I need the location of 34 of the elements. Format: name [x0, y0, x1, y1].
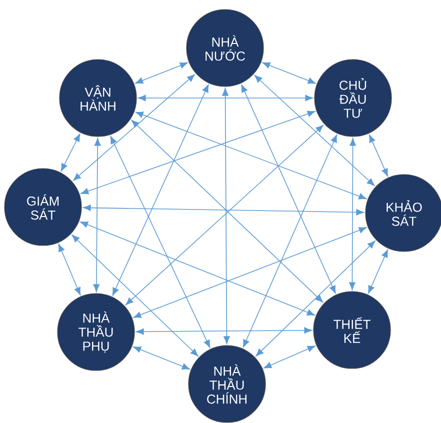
circle-node: CHỦ ĐẦU TƯ: [314, 59, 392, 137]
arrow: [242, 134, 338, 348]
arrow: [262, 62, 316, 84]
arrow: [83, 204, 364, 216]
circle-node: KHẢO SÁT: [365, 174, 441, 252]
arrow: [138, 94, 313, 102]
circle-node: GIÁM SÁT: [4, 168, 82, 246]
arrow: [264, 346, 316, 368]
arrow: [254, 74, 375, 186]
arrow: [60, 134, 80, 172]
arrow: [241, 84, 336, 294]
arrow: [73, 74, 195, 181]
arrow: [136, 327, 312, 335]
arrow: [135, 112, 367, 200]
circle-node: NHÀ THẦU PHỤ: [57, 293, 135, 371]
arrow: [222, 88, 230, 344]
arrow: [135, 62, 188, 84]
arrow: [80, 110, 316, 194]
arrow: [256, 240, 376, 356]
arrow: [368, 250, 388, 294]
circle-node: NHÀ NƯỚC: [186, 9, 264, 87]
circle-node: THIẾT KẾ: [313, 291, 391, 369]
arrow: [349, 138, 356, 290]
circle-node: VẬN HÀNH: [59, 59, 137, 137]
arrow: [133, 227, 367, 318]
arrow: [368, 134, 388, 176]
arrow: [110, 136, 210, 348]
arrow: [58, 244, 81, 296]
arrow: [133, 346, 190, 370]
arrow: [72, 234, 198, 356]
arrow: [112, 84, 209, 296]
arrow: [93, 138, 101, 292]
arrow: [80, 222, 315, 316]
circle-node: NHÀ THẦU CHÍNH: [188, 345, 266, 423]
